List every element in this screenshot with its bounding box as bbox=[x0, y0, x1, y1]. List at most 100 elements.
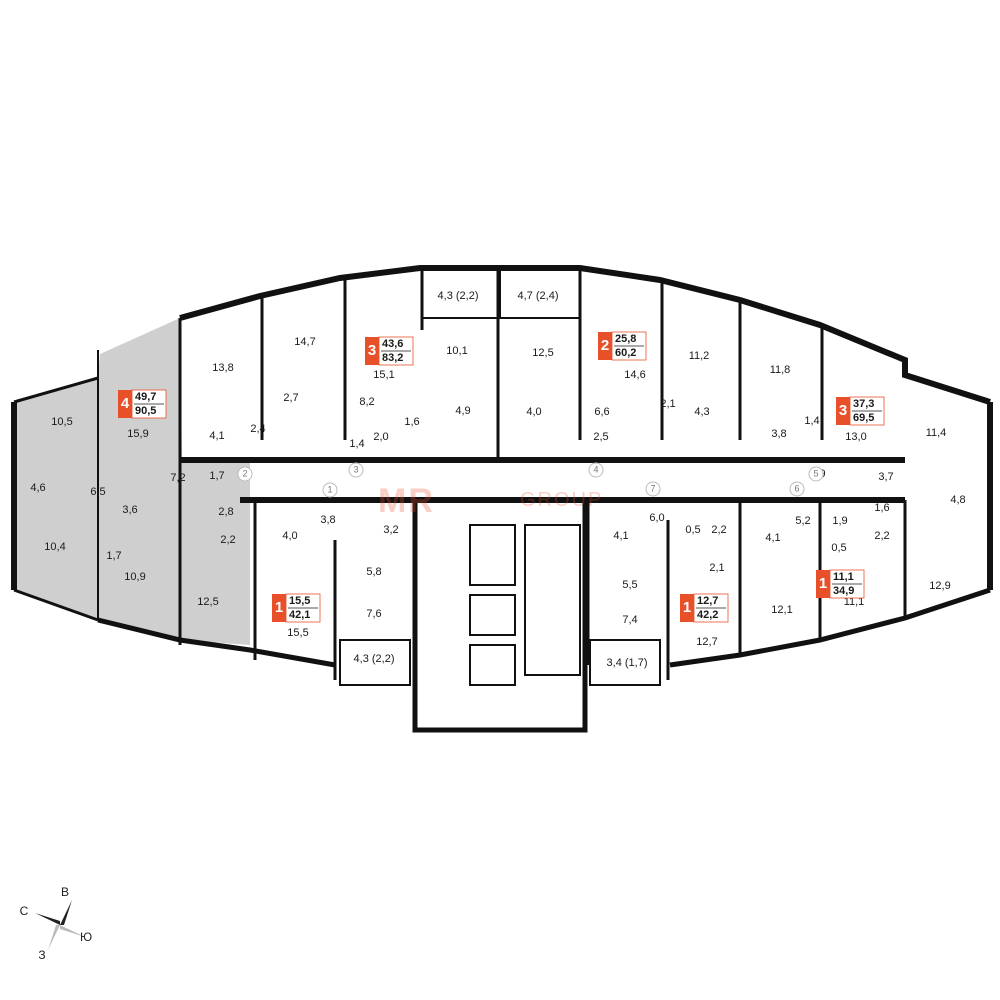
entrance-number: 1 bbox=[327, 484, 332, 494]
room-area-label: 4,9 bbox=[455, 405, 470, 417]
apartment-badge[interactable]: 1 12,7 42,2 bbox=[680, 593, 729, 623]
badge-rooms-count: 1 bbox=[275, 599, 283, 616]
badge-total-area: 42,2 bbox=[697, 609, 718, 621]
room-area-label: 10,9 bbox=[124, 571, 145, 583]
room-area-label: 15,5 bbox=[287, 627, 308, 639]
room-area-label: 0,5 bbox=[831, 542, 846, 554]
apartment-badge[interactable]: 4 49,7 90,5 bbox=[118, 389, 167, 419]
badge-total-area: 90,5 bbox=[135, 405, 156, 417]
room-area-label: 2,0 bbox=[373, 431, 388, 443]
room-area-label: 4,7 (2,4) bbox=[518, 290, 559, 302]
badge-living-area: 11,1 bbox=[833, 571, 854, 583]
entrance-marker bbox=[588, 462, 604, 478]
badge-rooms-count: 1 bbox=[819, 575, 827, 592]
room-area-label: 12,9 bbox=[929, 580, 950, 592]
room-area-label: 2,1 bbox=[709, 562, 724, 574]
apartment-badge[interactable]: 3 43,6 83,2 bbox=[365, 336, 414, 366]
room-area-label: 6,5 bbox=[90, 486, 105, 498]
room-area-label: 1,4 bbox=[349, 438, 364, 450]
room-area-label: 1,4 bbox=[804, 415, 819, 427]
room-area-label: 4,6 bbox=[30, 482, 45, 494]
badge-rooms-box bbox=[836, 397, 850, 425]
room-area-label: 12,7 bbox=[696, 636, 717, 648]
room-area-label: 4,0 bbox=[526, 406, 541, 418]
badge-living-area: 25,8 bbox=[615, 333, 636, 345]
room-area-label: 10,4 bbox=[44, 541, 65, 553]
room-area-label: 7,6 bbox=[366, 608, 381, 620]
compass-south: Ю bbox=[80, 930, 92, 944]
badge-rooms-count: 1 bbox=[683, 599, 691, 616]
badge-rooms-count: 2 bbox=[601, 337, 609, 354]
room-area-label: 2,5 bbox=[593, 431, 608, 443]
selected-apartment-area[interactable] bbox=[14, 318, 250, 645]
logo-sub: GROUP bbox=[520, 489, 603, 511]
building-walls bbox=[11, 265, 993, 733]
badge-total-area: 83,2 bbox=[382, 352, 403, 364]
entrance-marker bbox=[322, 482, 338, 498]
entrance-number: 4 bbox=[593, 464, 598, 474]
badge-rooms-box bbox=[272, 594, 286, 622]
badge-rooms-count: 4 bbox=[121, 395, 130, 412]
badge-total-area: 60,2 bbox=[615, 347, 636, 359]
entrance-marker bbox=[237, 466, 253, 482]
apartment-badge[interactable]: 1 11,1 34,9 bbox=[816, 569, 865, 599]
room-area-label: 4,1 bbox=[765, 532, 780, 544]
room-area-label: 5,5 bbox=[622, 579, 637, 591]
room-area-label: 10,1 bbox=[446, 345, 467, 357]
badge-rooms-count: 3 bbox=[839, 402, 847, 419]
entrance-number: 6 bbox=[794, 483, 799, 493]
room-area-label: 11,4 bbox=[926, 427, 947, 439]
room-area-label: 13,8 bbox=[212, 362, 233, 374]
room-area-label: 4,3 (2,2) bbox=[438, 290, 479, 302]
room-area-label: 4,1 bbox=[209, 430, 224, 442]
entrance-marker bbox=[789, 481, 805, 497]
badge-living-area: 43,6 bbox=[382, 338, 403, 350]
room-area-label: 1,6 bbox=[874, 502, 889, 514]
room-area-label: 4,1 bbox=[613, 530, 628, 542]
entrance-marker bbox=[645, 481, 661, 497]
compass: С В Ю З bbox=[20, 885, 92, 962]
room-area-label: 1,7 bbox=[209, 470, 224, 482]
room-area-label: 4,8 bbox=[950, 494, 965, 506]
compass-north: С bbox=[20, 904, 29, 918]
logo-brand: MR bbox=[378, 482, 435, 520]
room-area-label: 14,6 bbox=[624, 369, 645, 381]
room-area-label: 6,6 bbox=[594, 406, 609, 418]
room-area-label: 2,7 bbox=[283, 392, 298, 404]
room-area-label: 1,7 bbox=[106, 550, 121, 562]
apartment-badge[interactable]: 2 25,8 60,2 bbox=[598, 331, 647, 361]
room-area-label: 3,4 (1,7) bbox=[607, 657, 648, 669]
room-area-label: 11,1 bbox=[844, 596, 865, 608]
room-area-label: 2,2 bbox=[874, 530, 889, 542]
entrance-number: 5 bbox=[813, 468, 818, 478]
room-area-label: 4,0 bbox=[282, 530, 297, 542]
room-area-label: 7,2 bbox=[170, 472, 185, 484]
room-area-label: 11,8 bbox=[770, 364, 791, 376]
room-area-label: 2,1 bbox=[660, 398, 675, 410]
room-area-label: 4,3 (2,2) bbox=[354, 653, 395, 665]
badge-living-area: 12,7 bbox=[697, 595, 718, 607]
room-area-label: 3,2 bbox=[383, 524, 398, 536]
compass-east: В bbox=[61, 885, 69, 899]
room-area-label: 7,4 bbox=[622, 614, 637, 626]
room-area-label: 2,2 bbox=[220, 534, 235, 546]
room-area-label: 12,5 bbox=[197, 596, 218, 608]
room-area-label: 10,5 bbox=[51, 416, 72, 428]
badge-total-area: 34,9 bbox=[833, 585, 854, 597]
room-area-label: 3,6 bbox=[122, 504, 137, 516]
badge-living-area: 37,3 bbox=[853, 398, 874, 410]
badge-living-area: 49,7 bbox=[135, 391, 156, 403]
room-area-label: 12,1 bbox=[771, 604, 792, 616]
room-area-label: 8,2 bbox=[359, 396, 374, 408]
badge-rooms-box bbox=[118, 390, 132, 418]
room-area-label: 14,7 bbox=[294, 336, 315, 348]
room-area-label: 12,5 bbox=[532, 347, 553, 359]
room-area-label: 15,1 bbox=[373, 369, 394, 381]
badge-rooms-count: 3 bbox=[368, 342, 376, 359]
room-area-label: 11,2 bbox=[689, 350, 710, 362]
room-area-label: 6,0 bbox=[649, 512, 664, 524]
